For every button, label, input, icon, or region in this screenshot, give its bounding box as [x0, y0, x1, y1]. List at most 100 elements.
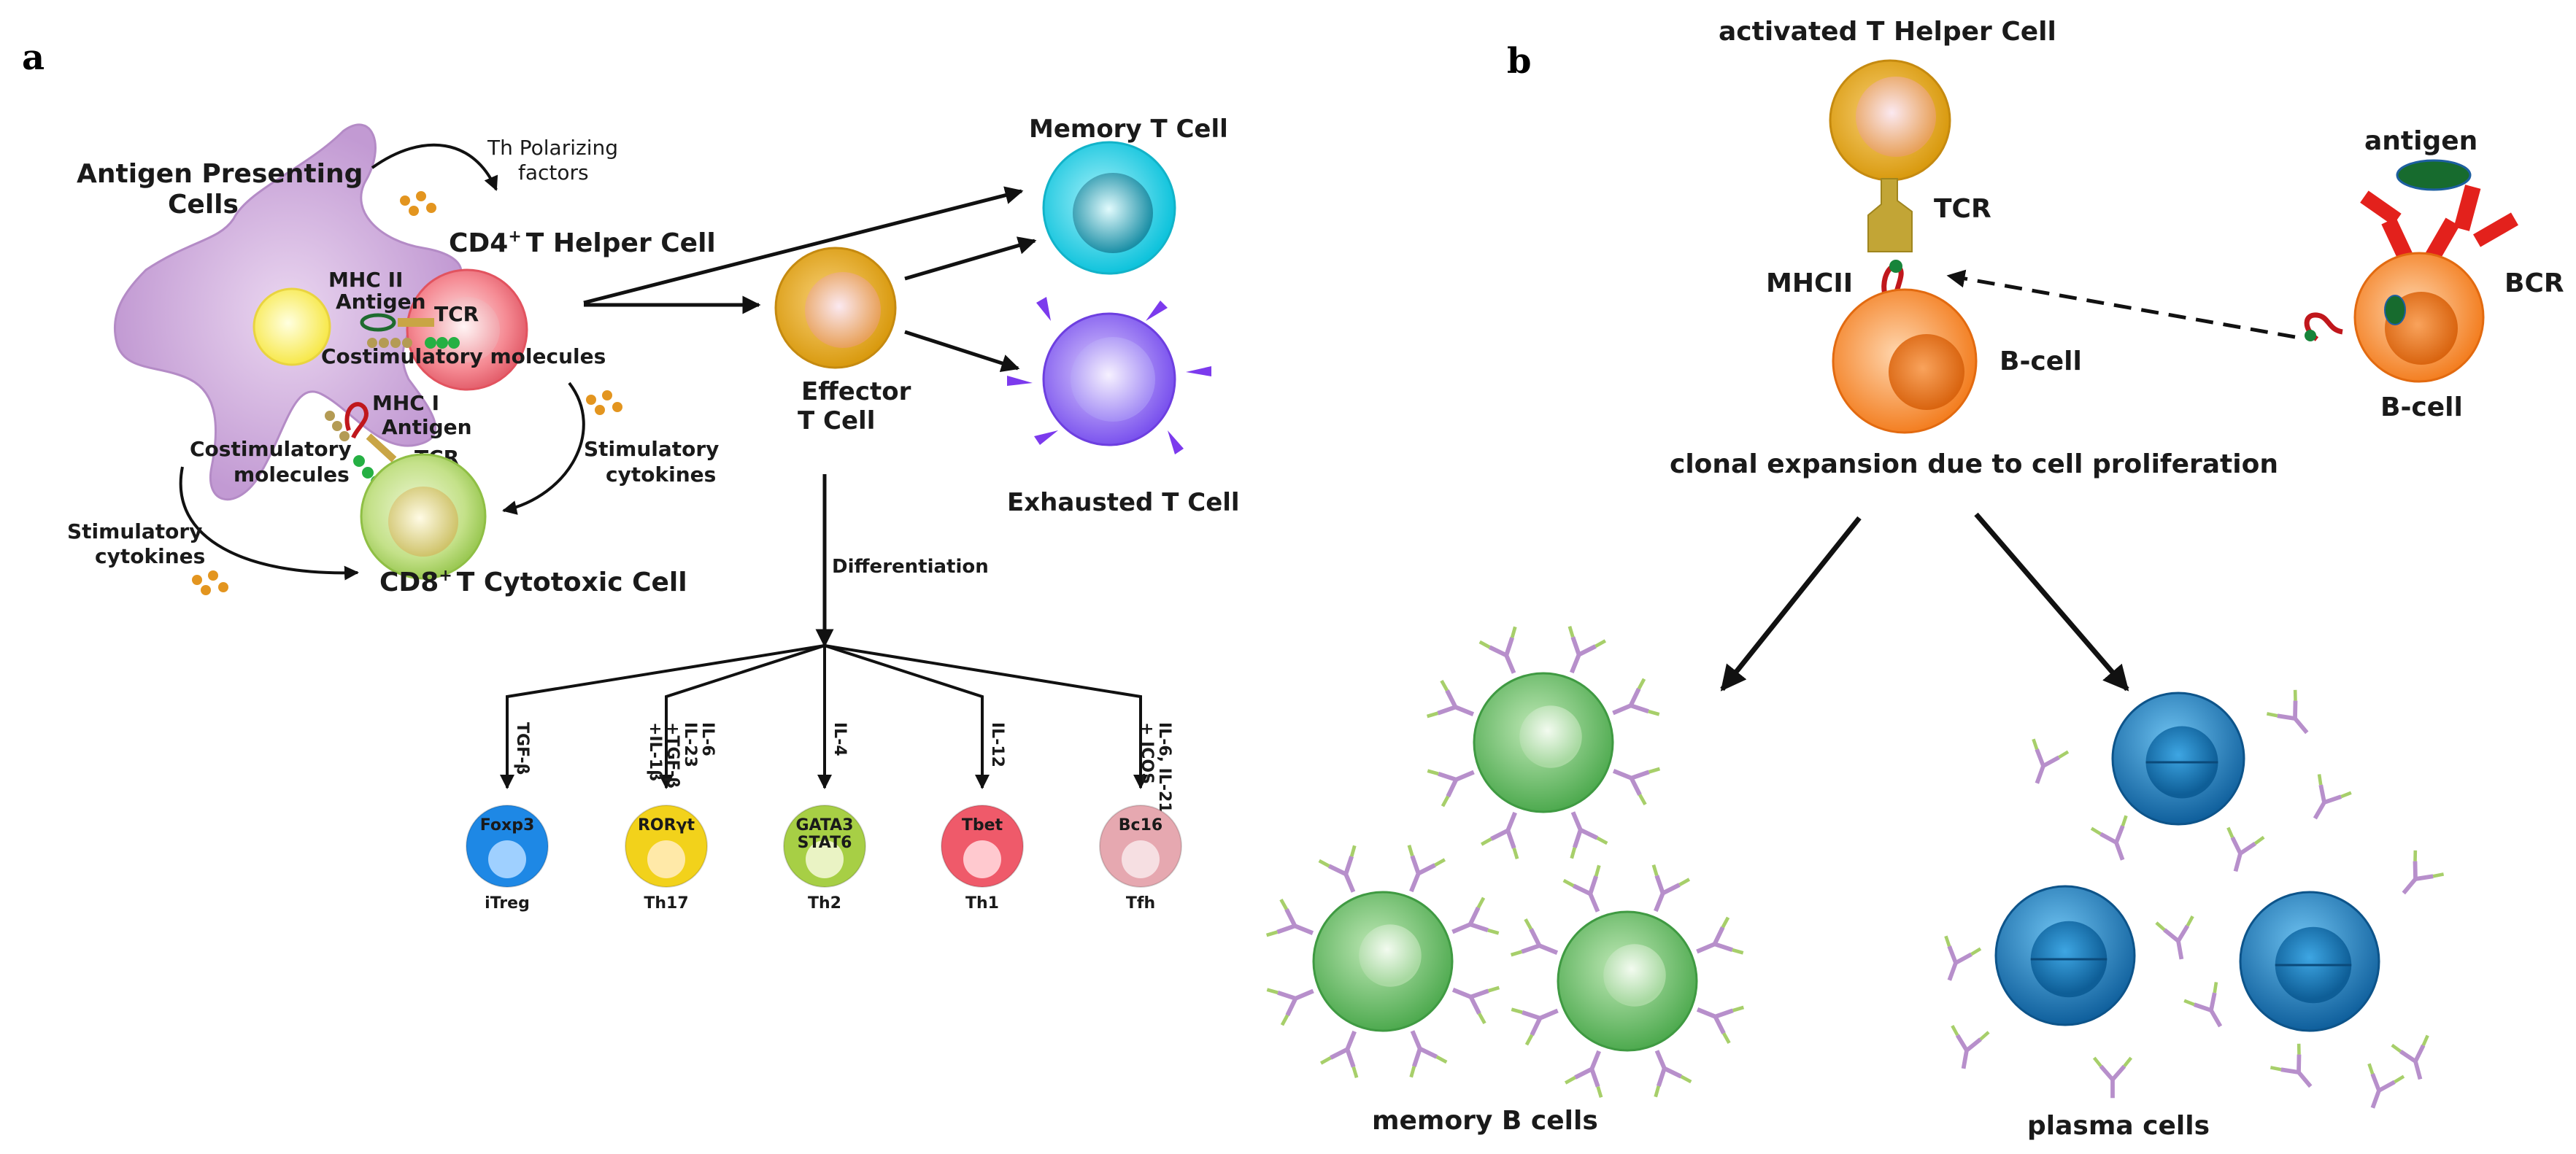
- antibody: [1565, 1044, 1617, 1097]
- free-antibody: [2356, 1064, 2404, 1114]
- bcr-label: BCR: [2504, 268, 2564, 298]
- antibody: [1511, 993, 1565, 1045]
- bcr-receptors: [2360, 185, 2518, 264]
- stim-right-line1: Stimulatory: [584, 437, 719, 461]
- free-antibody: [2389, 851, 2443, 905]
- mhc2-label: MHC II: [328, 268, 403, 292]
- mhcii-label: MHCII: [1766, 268, 1853, 298]
- mhc2-molecule: [360, 313, 396, 332]
- mhc1-label: MHC I: [372, 391, 439, 415]
- effector-line2: T Cell: [798, 406, 875, 435]
- antibody: [1690, 991, 1743, 1043]
- panel-a-letter: a: [22, 37, 45, 78]
- tcr-label-1: TCR: [434, 302, 479, 326]
- arrow-effector-to-exhausted: [904, 330, 1020, 372]
- subset-nucleus: [806, 840, 844, 878]
- presentation-arrow: [1946, 269, 2296, 339]
- antibody: [1481, 805, 1533, 859]
- subset-factor: IL-4: [830, 722, 849, 756]
- cytokine-dots-top: [400, 191, 436, 216]
- plasma-cells: [1932, 690, 2444, 1115]
- antibody: [1445, 898, 1499, 950]
- antibody: [1319, 845, 1371, 899]
- subset-marker: Foxp3: [480, 816, 535, 834]
- arrow-effector-to-memory: [904, 236, 1037, 281]
- memory-t-label: Memory T Cell: [1029, 115, 1228, 144]
- memory-b-cell: [1511, 865, 1744, 1098]
- subset-nucleus: [963, 840, 1001, 878]
- apc-title-line2: Cells: [168, 190, 239, 220]
- cytokine-dots-left: [192, 570, 228, 595]
- antibody: [1606, 753, 1659, 805]
- subset-name: iTreg: [485, 894, 530, 913]
- activated-th-label: activated T Helper Cell: [1719, 17, 2056, 47]
- plasma-cell: [2111, 692, 2245, 826]
- memory-b-cells: [1267, 627, 1744, 1098]
- stim-left-line2: cytokines: [95, 544, 205, 568]
- subset-arrow: [500, 644, 825, 789]
- plasma-cell: [1994, 885, 2136, 1026]
- tcr-molecule-2: [366, 433, 397, 462]
- effector-nucleus: [805, 272, 881, 348]
- antigen-label-2: Antigen: [382, 415, 472, 439]
- tcr-label-b: TCR: [1934, 194, 1991, 224]
- antibody: [1427, 754, 1481, 806]
- subset-arrow: [659, 644, 825, 789]
- subset-marker: Bc16: [1119, 816, 1162, 834]
- th-polarizing-line2: factors: [518, 160, 589, 185]
- memory-b-cell: [1427, 627, 1660, 859]
- mhcii-antigen: [1889, 260, 1902, 273]
- exhausted-t-spikes: [1007, 297, 1211, 454]
- free-antibody: [2094, 1058, 2132, 1098]
- stimulatory-arrow-left: [179, 466, 359, 581]
- stim-left-line1: Stimulatory: [67, 519, 202, 543]
- antibody: [1639, 1043, 1691, 1097]
- free-antibody: [2218, 828, 2264, 876]
- free-antibody: [2392, 1036, 2438, 1084]
- subset-factor: TGF-β: [513, 722, 531, 775]
- plasma-cell: [2239, 891, 2380, 1032]
- arrow-to-memory-b: [1720, 516, 1862, 692]
- antibody: [1480, 627, 1532, 681]
- cd4-title: CD4+T Helper Cell: [449, 228, 716, 258]
- apc-nucleus: [252, 287, 331, 366]
- antibody: [1395, 1023, 1446, 1077]
- clonal-expansion-label: clonal expansion due to cell proliferati…: [1670, 449, 2278, 479]
- memory-b-label: memory B cells: [1372, 1106, 1598, 1136]
- subset-factor: IL-6, IL-21+ ICOS: [1138, 722, 1173, 813]
- mhc1-molecule: [344, 402, 369, 439]
- activated-th-nucleus: [1856, 77, 1936, 157]
- free-antibody: [1932, 936, 1981, 986]
- costim-label-2a: Costimulatory: [190, 437, 352, 461]
- subset-name: Th17: [644, 894, 688, 913]
- subset-factor: IL-12: [988, 722, 1006, 767]
- cd8-title: CD8+T Cytotoxic Cell: [379, 567, 687, 597]
- antibody: [1446, 972, 1499, 1023]
- cd8-nucleus: [388, 487, 458, 557]
- antibody: [1555, 805, 1607, 859]
- exhausted-t-nucleus: [1071, 337, 1155, 422]
- th-subsets: TGF-βFoxp3iTregIL-6IL-23+TGF-β+IL-1βRORγ…: [466, 644, 1182, 913]
- b-cell-left-nucleus: [1889, 334, 1964, 410]
- antibody: [1321, 1024, 1373, 1077]
- arrow-cd4-to-memory: [583, 186, 1024, 305]
- free-antibody: [2020, 739, 2068, 789]
- b-cell-mhcii: [2304, 312, 2343, 341]
- antibody: [1689, 918, 1743, 969]
- subset-factor: IL-6IL-23+TGF-β+IL-1β: [646, 722, 717, 789]
- memory-t-nucleus: [1073, 173, 1153, 253]
- th-polarizing-arrow: [371, 143, 498, 191]
- free-antibody: [2184, 982, 2236, 1035]
- antibody: [1393, 845, 1445, 899]
- apc-title-line1: Antigen Presenting: [77, 159, 363, 189]
- antigen-blob: [2396, 159, 2472, 191]
- costim-beads-1: [367, 337, 460, 349]
- subset-nucleus: [488, 840, 526, 878]
- internalized-antigen: [2384, 295, 2406, 325]
- free-antibody: [2299, 774, 2351, 827]
- free-antibody: [1946, 1026, 1989, 1072]
- exhausted-t-label: Exhausted T Cell: [1007, 488, 1240, 517]
- th-polarizing-line1: Th Polarizing: [487, 136, 618, 160]
